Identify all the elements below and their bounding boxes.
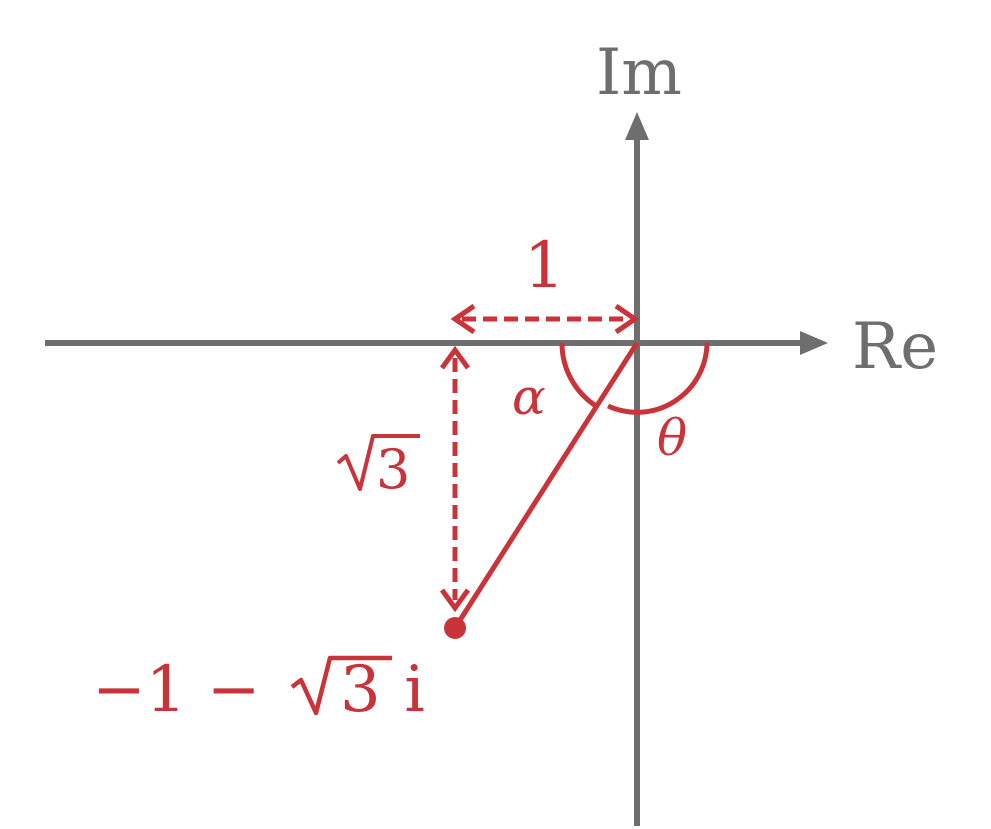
- imaginary-axis-arrowhead: [625, 112, 649, 140]
- svg-text:−1 −: −1 −: [92, 653, 281, 727]
- point-label: −1 − 3 i: [92, 653, 425, 727]
- svg-text:3: 3: [340, 653, 381, 727]
- radical-sign: [336, 434, 420, 491]
- alpha-angle-label: α: [512, 368, 546, 426]
- theta-angle-arc: [606, 342, 710, 415]
- alpha-angle-arc: [559, 342, 598, 409]
- imaginary-axis-label: Im: [596, 36, 682, 110]
- theta-angle-label: θ: [657, 409, 687, 467]
- horizontal-distance-arrow: [450, 303, 640, 335]
- real-axis-arrowhead: [800, 331, 828, 355]
- vertical-distance-arrow: [439, 345, 471, 613]
- complex-point: [444, 617, 466, 639]
- point-label-radical-sign: [290, 655, 392, 716]
- svg-text:i: i: [384, 653, 425, 727]
- real-axis-label: Re: [852, 310, 938, 384]
- axes: [45, 112, 828, 826]
- origin-to-point-segment: [452, 341, 640, 630]
- vertical-distance-label: 3: [336, 434, 420, 501]
- svg-text:3: 3: [376, 438, 410, 501]
- horizontal-distance-label: 1: [524, 229, 565, 303]
